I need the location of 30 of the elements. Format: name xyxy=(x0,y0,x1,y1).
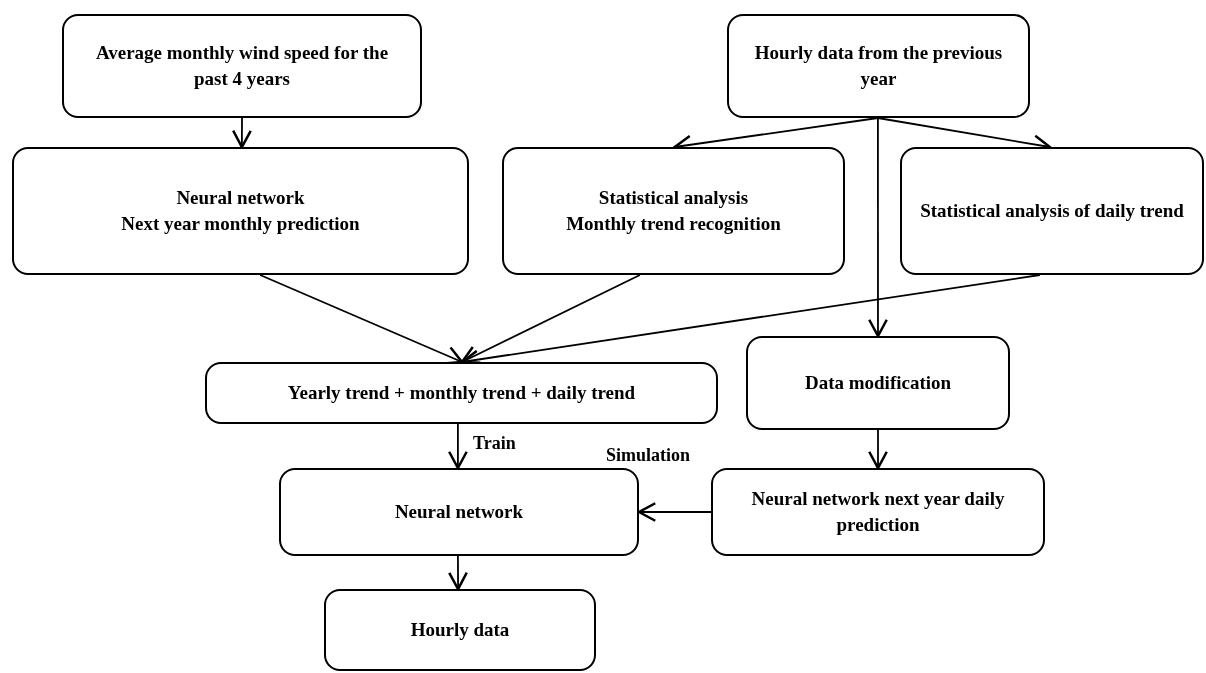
box-text: Hourly data from the previous year xyxy=(753,41,1004,91)
arrow xyxy=(868,117,888,338)
process-box xyxy=(279,468,639,556)
process-box xyxy=(746,336,1010,430)
box-text: Neural network xyxy=(176,186,305,210)
arrow xyxy=(637,502,712,522)
process-box xyxy=(900,147,1204,275)
box-text: Neural network xyxy=(394,500,524,524)
box-text: Statistical analysis xyxy=(598,186,749,210)
process-box xyxy=(324,589,596,671)
box-text: Hourly data xyxy=(410,618,510,642)
arrow xyxy=(460,274,641,364)
arrow xyxy=(231,117,252,149)
box-text: Statistical analysis of daily trend xyxy=(920,199,1184,223)
box-text: Yearly trend + monthly trend + daily trend xyxy=(287,381,636,405)
process-box xyxy=(62,14,422,118)
box-text: Monthly trend recognition xyxy=(566,212,781,236)
process-box xyxy=(12,147,469,275)
process-box xyxy=(502,147,845,275)
process-box xyxy=(727,14,1030,118)
box-text: Average monthly wind speed for the past 4 years xyxy=(94,41,390,91)
box-text: Neural network next year daily prediction xyxy=(750,487,1006,537)
process-box xyxy=(711,468,1045,556)
arrow xyxy=(448,555,468,591)
box-text: Data modification xyxy=(804,371,952,395)
arrow xyxy=(868,429,888,470)
arrow xyxy=(447,423,468,470)
process-box xyxy=(205,362,718,424)
arrow xyxy=(259,274,464,365)
box-text: Next year monthly prediction xyxy=(121,212,360,236)
